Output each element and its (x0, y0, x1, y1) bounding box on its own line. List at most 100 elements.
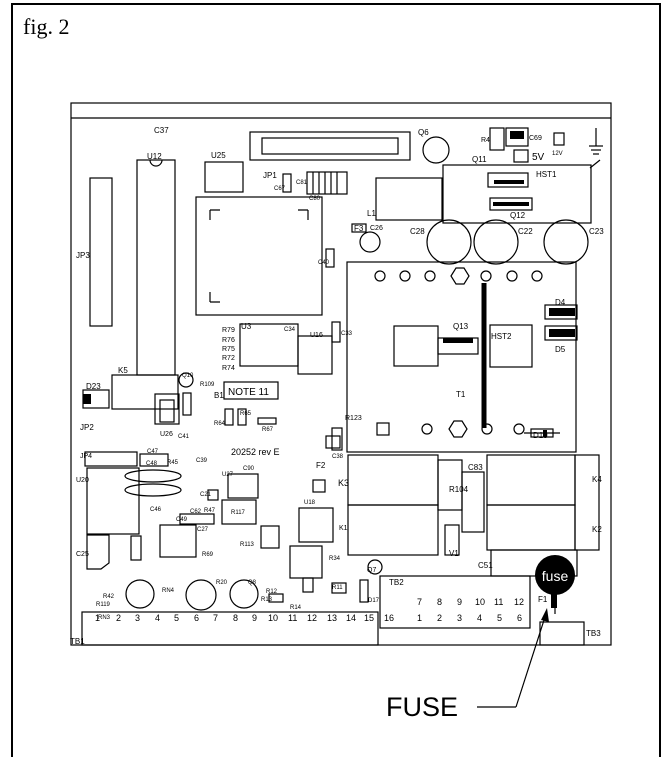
k2-relay (486, 504, 576, 551)
tb1-pin-16: 16 (384, 613, 394, 623)
label-jp1: JP1 (263, 171, 277, 180)
tb1-pin-11: 11 (288, 613, 297, 623)
label-r69: R69 (202, 552, 214, 558)
label-c48: C48 (146, 461, 158, 467)
label-u26: U26 (160, 431, 173, 438)
label-c22: C22 (518, 227, 533, 236)
tb1-pin-2: 2 (116, 613, 121, 623)
label-q6: Q6 (418, 128, 429, 137)
k4-relay (486, 454, 576, 506)
label-c81: C81 (296, 180, 308, 186)
label-r34: R34 (329, 556, 341, 562)
jp1-connector (249, 131, 411, 161)
label-d23: D23 (86, 382, 101, 391)
tb2-pin-6: 6 (517, 613, 522, 623)
label-q13: Q13 (453, 322, 469, 331)
tb1-pin-10: 10 (268, 613, 278, 623)
label-q12: Q12 (510, 211, 526, 220)
c23-capacitor (543, 219, 589, 265)
tb1-pin-12: 12 (307, 613, 317, 623)
tb1-pin-labels: 1 2 3 4 5 6 7 8 9 10 11 12 13 14 15 16 (95, 613, 394, 623)
fuse-caption: FUSE (386, 692, 459, 722)
label-q11: Q11 (472, 155, 487, 164)
u20-chip (86, 467, 140, 535)
tb1-pin-14: 14 (346, 613, 356, 623)
label-r13: R13 (261, 597, 273, 603)
label-rn4: RN4 (162, 588, 175, 594)
tb1-pin-5: 5 (174, 613, 179, 623)
label-l1: L1 (367, 209, 376, 218)
u12-chip (136, 159, 176, 376)
label-d4: D4 (555, 298, 566, 307)
tb2-terminal-block (379, 575, 531, 629)
label-r109: R109 (200, 382, 215, 388)
label-5v: 5V (532, 152, 545, 163)
label-r79: R79 (222, 327, 235, 334)
board-outline (70, 102, 612, 646)
label-c67: C67 (274, 186, 286, 192)
label-c38: C38 (332, 454, 344, 460)
callout-arrowhead (541, 608, 549, 622)
figure-title: fig. 2 (23, 14, 70, 39)
fuse-f1 (551, 593, 557, 608)
label-d19: D19 (533, 431, 548, 440)
label-tb1: TB1 (70, 637, 85, 646)
label-tb2: TB2 (389, 578, 404, 587)
label-k3: K3 (338, 478, 349, 488)
label-r42: R42 (103, 594, 115, 600)
tb2-pin-9: 9 (457, 597, 462, 607)
label-c46: C46 (150, 507, 162, 513)
c28-capacitor (426, 219, 472, 265)
label-d17: D17 (368, 598, 380, 604)
k3-relay (347, 454, 439, 506)
fuse-badge-label: fuse (542, 568, 569, 584)
label-u27: U27 (222, 472, 234, 478)
jp3-header (89, 177, 113, 327)
label-revision: 20252 rev E (231, 447, 280, 457)
label-r72: R72 (222, 355, 235, 362)
tb2-pin-10: 10 (475, 597, 485, 607)
label-f2: F2 (316, 461, 326, 470)
label-c26: C26 (370, 225, 383, 232)
label-r11: R11 (332, 585, 343, 591)
label-r67: R67 (262, 427, 274, 433)
power-section (346, 261, 577, 453)
label-r123: R123 (345, 415, 362, 422)
label-q7: Q7 (367, 567, 376, 574)
label-q8: Q8 (248, 580, 257, 586)
label-r64: R64 (214, 421, 226, 427)
label-rn3: RN3 (98, 615, 111, 621)
label-jp3: JP3 (76, 251, 90, 260)
label-b1: B1 (214, 391, 224, 400)
label-r117: R117 (231, 510, 246, 516)
label-c69: C69 (529, 135, 542, 142)
figure-frame (11, 3, 661, 757)
label-hst2: HST2 (491, 332, 512, 341)
tb2-pin-2: 2 (437, 613, 442, 623)
tb1-pin-7: 7 (213, 613, 218, 623)
label-c37: C37 (154, 126, 169, 135)
label-note: NOTE 11 (228, 387, 269, 398)
tb1-pin-6: 6 (194, 613, 199, 623)
fuse-badge (535, 555, 575, 595)
label-k1: K1 (339, 525, 348, 532)
c22-capacitor (473, 219, 519, 265)
label-r74: R74 (222, 365, 235, 372)
label-u16: U16 (310, 332, 323, 339)
label-c41: C41 (178, 434, 190, 440)
label-c23: C23 (589, 227, 604, 236)
tb2-pin-5: 5 (497, 613, 502, 623)
label-jp4: JP4 (80, 453, 92, 460)
tb1-pin-1: 1 (95, 613, 100, 623)
label-k2: K2 (592, 525, 602, 534)
tb2-pin-1: 1 (417, 613, 422, 623)
label-u20: U20 (76, 477, 89, 484)
label-r76: R76 (222, 337, 235, 344)
label-jp2: JP2 (80, 423, 94, 432)
label-r75: R75 (222, 346, 235, 353)
label-c39: C39 (196, 458, 208, 464)
label-r45: R45 (167, 460, 179, 466)
tb1-pin-15: 15 (364, 613, 374, 623)
label-c28: C28 (410, 227, 425, 236)
label-f1: F1 (538, 595, 548, 604)
